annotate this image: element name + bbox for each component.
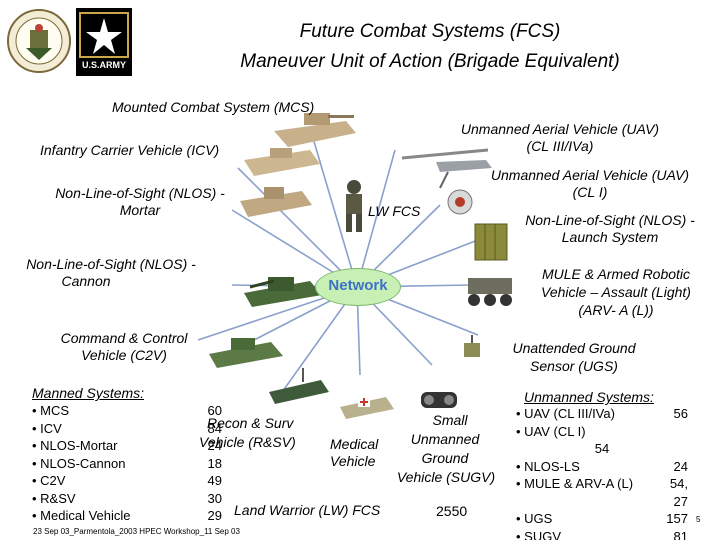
sugv-label-line-4: Vehicle (SUGV) (385, 469, 507, 486)
manned-item-count: 30 (192, 490, 222, 508)
manned-item-name: • NLOS-Cannon (32, 455, 125, 473)
manned-item: • MCS 60 (32, 402, 222, 420)
manned-item: • NLOS-Cannon 18 (32, 455, 222, 473)
unmanned-item-count: 157 (652, 510, 688, 528)
unmanned-item-count: 56 (652, 405, 688, 423)
manned-item: • C2V 49 (32, 472, 222, 490)
sugv-label-line-1: Small (390, 412, 510, 429)
unmanned-item-count (652, 423, 688, 441)
medical-label-line-1: Medical (330, 436, 378, 453)
manned-item-count: 29 (192, 507, 222, 525)
network-label: Network (315, 277, 401, 294)
nlos-ls-label-line-2: Launch System (505, 229, 715, 246)
unmanned-item: • MULE & ARV-A (L) 54, 27 (516, 475, 688, 510)
unmanned-item-count: 54 (595, 440, 609, 458)
c2v-label-line-1: Command & Control (40, 330, 208, 347)
mule-label-line-2: Vehicle – Assault (Light) (518, 284, 714, 301)
nlos-mortar-image (236, 183, 314, 223)
nlos-cannon-image (240, 265, 326, 311)
sugv-robot-image (415, 382, 463, 416)
manned-item-count: 24 (192, 437, 222, 455)
unmanned-item-name: • UAV (CL III/IVa) (516, 405, 615, 423)
unmanned-item-name: • NLOS-LS (516, 458, 580, 476)
unmanned-item: • SUGV 81 (516, 528, 688, 540)
unmanned-item-name: • UGS (516, 510, 552, 528)
lw-fcs-label: LW FCS (368, 203, 420, 220)
manned-item-name: • NLOS-Mortar (32, 437, 117, 455)
manned-systems-list: • MCS 60 • ICV 84 • NLOS-Mortar 24 • NLOS-C… (32, 402, 222, 525)
unmanned-item: • UAV (CL III/IVa) 56 (516, 405, 688, 423)
page-number: 5 (696, 515, 700, 524)
nlos-cannon-label-line-1: Non-Line-of-Sight (NLOS) - (6, 256, 216, 273)
nlos-launch-system-image (473, 222, 509, 262)
unmanned-systems-header: Unmanned Systems: (524, 389, 654, 405)
land-warrior-label: Land Warrior (LW) FCS (234, 502, 380, 519)
unmanned-item-name: • UAV (CL I) (516, 423, 586, 441)
uav-cl-iii-iva-label-line-1: Unmanned Aerial Vehicle (UAV) (430, 121, 690, 138)
unmanned-item-count: 24 (652, 458, 688, 476)
manned-item-name: • R&SV (32, 490, 76, 508)
rsv-vehicle-image (265, 368, 331, 412)
icv-vehicle-image (240, 142, 322, 182)
unmanned-item: • UAV (CL I) (516, 423, 688, 441)
footer-source: 23 Sep 03_Parmentola_2003 HPEC Workshop_… (33, 527, 240, 537)
icv-label: Infantry Carrier Vehicle (ICV) (40, 142, 219, 159)
manned-item: • R&SV 30 (32, 490, 222, 508)
manned-item-count: 60 (192, 402, 222, 420)
manned-systems-header: Manned Systems: (32, 385, 144, 401)
manned-item-count: 49 (192, 472, 222, 490)
land-warrior-count: 2550 (436, 503, 467, 520)
manned-item-name: • ICV (32, 420, 62, 438)
ugs-label-line-1: Unattended Ground (488, 340, 660, 357)
unmanned-item-name: • SUGV (516, 528, 561, 540)
ugs-label-line-2: Sensor (UGS) (488, 358, 660, 375)
uav-cl-i-label-line-1: Unmanned Aerial Vehicle (UAV) (460, 167, 720, 184)
manned-item-count: 84 (192, 420, 222, 438)
c2v-label-line-2: Vehicle (C2V) (40, 347, 208, 364)
nlos-ls-label-line-1: Non-Line-of-Sight (NLOS) - (505, 212, 715, 229)
manned-item-count: 18 (192, 455, 222, 473)
ugs-sensor-image (458, 333, 486, 361)
unmanned-item-count: 54, 27 (652, 475, 688, 510)
manned-item-name: • MCS (32, 402, 69, 420)
uav-cl-iii-iva-label-line-2: (CL III/IVa) (430, 138, 690, 155)
manned-item: • ICV 84 (32, 420, 222, 438)
land-warrior-soldier-image (337, 178, 371, 234)
mule-label-line-1: MULE & Armed Robotic (518, 266, 714, 283)
sugv-label-line-2: Unmanned (390, 431, 500, 448)
unmanned-systems-list: • UAV (CL III/IVa) 56 • UAV (CL I) 54 • N… (516, 405, 688, 540)
unmanned-item-name: • MULE & ARV-A (L) (516, 475, 633, 510)
unmanned-item-count: 81 (652, 528, 688, 540)
unmanned-item: • NLOS-LS 24 (516, 458, 688, 476)
mule-arv-vehicle-image (462, 270, 518, 310)
manned-item: • Medical Vehicle 29 (32, 507, 222, 525)
manned-item: • NLOS-Mortar 24 (32, 437, 222, 455)
uav-cl-i-label-line-2: (CL I) (460, 184, 720, 201)
unmanned-item: 54 (516, 440, 688, 458)
medical-label-line-2: Vehicle (330, 453, 375, 470)
manned-item-name: • Medical Vehicle (32, 507, 131, 525)
mcs-label: Mounted Combat System (MCS) (112, 99, 314, 116)
nlos-mortar-label-line-2: Mortar (35, 202, 245, 219)
mule-label-line-3: (ARV- A (L)) (518, 302, 714, 319)
nlos-cannon-label-line-2: Cannon (6, 273, 166, 290)
nlos-mortar-label-line-1: Non-Line-of-Sight (NLOS) - (35, 185, 245, 202)
manned-item-name: • C2V (32, 472, 65, 490)
unmanned-item: • UGS 157 (516, 510, 688, 528)
sugv-label-line-3: Ground (390, 450, 500, 467)
